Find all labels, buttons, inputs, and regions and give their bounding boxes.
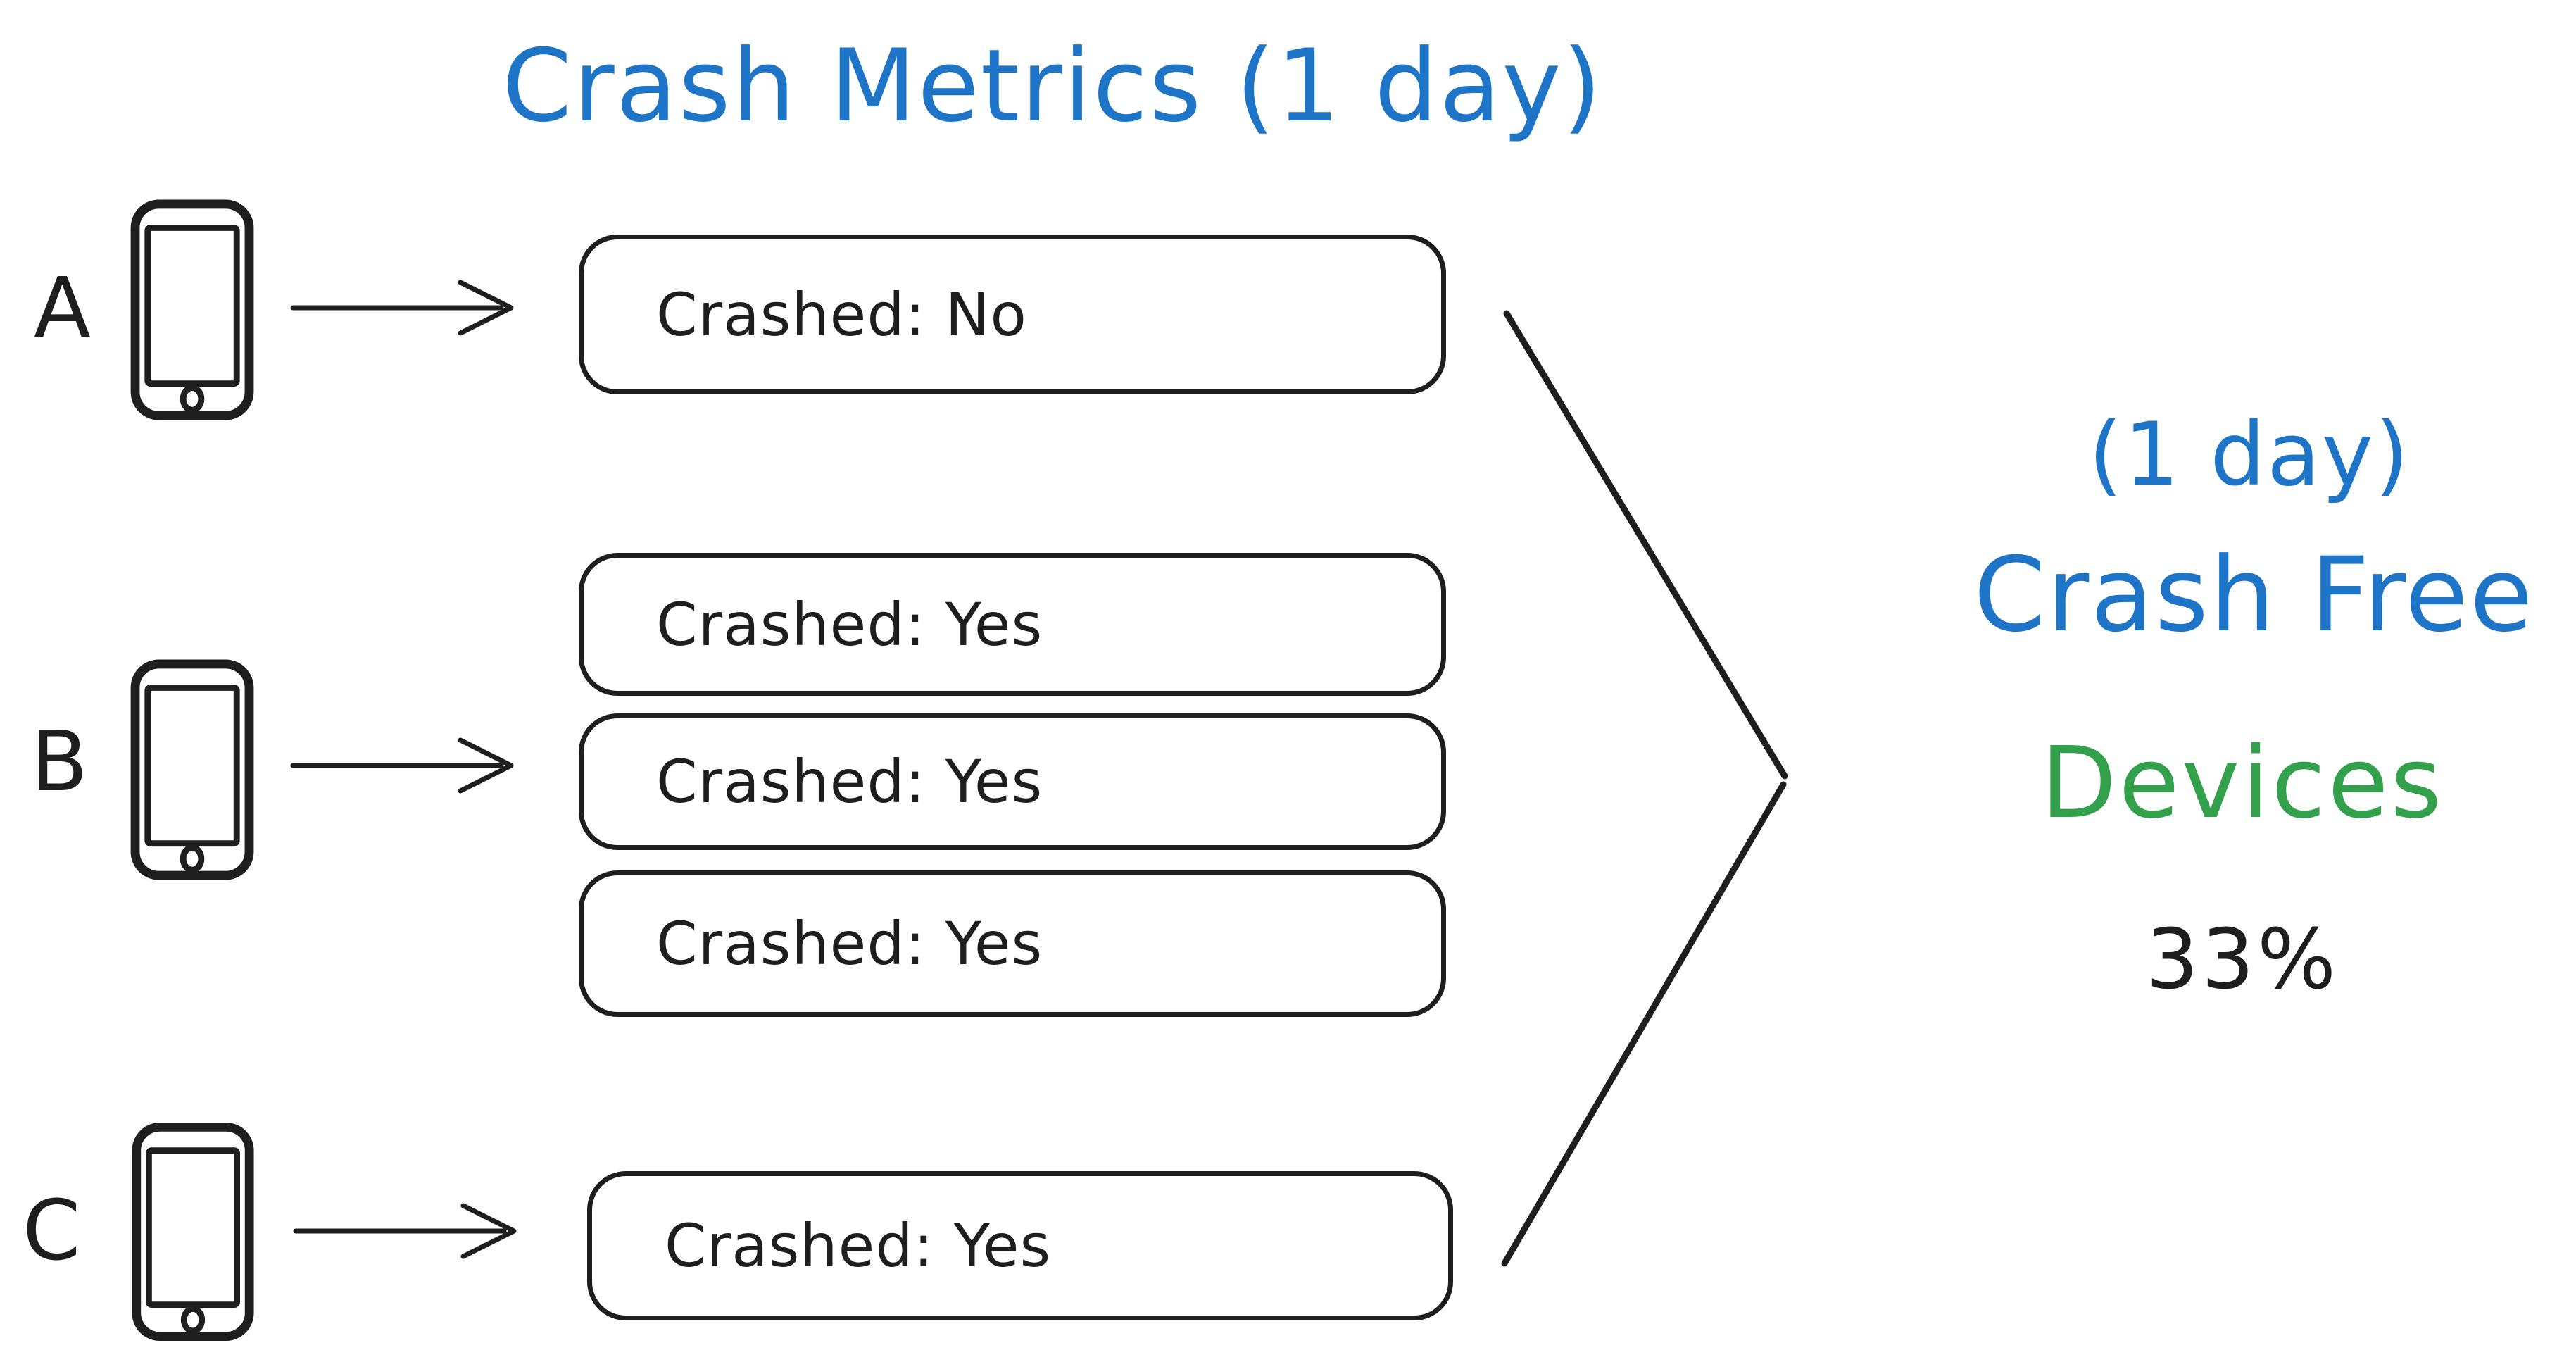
right-arrow-icon — [290, 737, 514, 794]
device-b-label: B — [31, 713, 88, 810]
smartphone-icon — [130, 199, 254, 420]
right-arrow-icon — [290, 280, 514, 336]
diagram-title: Crash Metrics (1 day) — [502, 28, 1603, 144]
smartphone-icon — [130, 659, 254, 880]
converge-chevron-icon — [1501, 310, 1788, 1267]
event-label: Crashed: Yes — [656, 909, 1043, 978]
result-period: (1 day) — [2088, 404, 2411, 506]
event-box-b-2: Crashed: Yes — [579, 713, 1446, 850]
event-box-b-3: Crashed: Yes — [579, 870, 1446, 1017]
result-metric: Crash Free — [1973, 535, 2534, 655]
result-value: 33% — [2145, 911, 2339, 1008]
device-c-label: C — [23, 1182, 81, 1279]
event-label: Crashed: Yes — [665, 1211, 1052, 1280]
smartphone-icon — [132, 1123, 254, 1341]
event-box-a-1: Crashed: No — [579, 235, 1446, 394]
result-subject: Devices — [2040, 726, 2444, 841]
event-label: Crashed: Yes — [656, 589, 1043, 659]
event-label: Crashed: Yes — [656, 747, 1043, 816]
event-label: Crashed: No — [656, 280, 1027, 349]
right-arrow-icon — [293, 1203, 517, 1259]
event-box-b-1: Crashed: Yes — [579, 553, 1446, 696]
event-box-c-1: Crashed: Yes — [587, 1171, 1453, 1320]
device-a-label: A — [34, 259, 91, 356]
